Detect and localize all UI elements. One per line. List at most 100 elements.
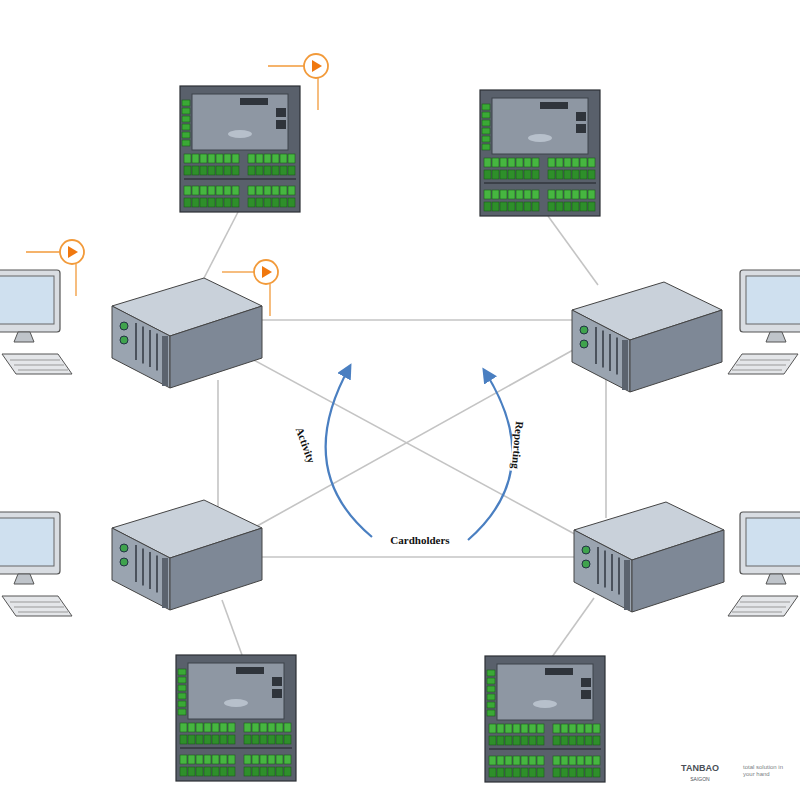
board-divider <box>184 178 296 180</box>
terminal-block <box>268 755 275 764</box>
terminal-block <box>572 202 579 211</box>
terminal-block <box>497 756 504 765</box>
monitor-screen <box>746 518 800 566</box>
server-led <box>120 558 128 566</box>
terminal-block <box>482 144 490 150</box>
computer-icon <box>728 512 800 616</box>
terminal-block <box>564 170 571 179</box>
terminal-block <box>577 736 584 745</box>
monitor-frame <box>740 512 800 574</box>
terminal-block <box>260 755 267 764</box>
terminal-block <box>252 723 259 732</box>
terminal-block <box>489 768 496 777</box>
terminal-block <box>252 755 259 764</box>
key-row <box>18 612 68 613</box>
terminal-block <box>561 756 568 765</box>
terminal-block <box>500 202 507 211</box>
network-line <box>262 319 578 321</box>
terminal-block <box>529 768 536 777</box>
drive-slot <box>595 327 597 364</box>
watermark-text: total solution in your hand <box>741 764 789 777</box>
terminal-block <box>192 186 199 195</box>
terminal-block <box>500 158 507 167</box>
flow-label: Reporting <box>510 419 527 472</box>
terminal-block <box>529 756 536 765</box>
terminal-block <box>553 724 560 733</box>
terminal-block <box>521 756 528 765</box>
terminal-block <box>280 166 287 175</box>
terminal-block <box>553 768 560 777</box>
play-triangle <box>262 266 272 278</box>
board-logo <box>228 130 252 138</box>
drive-slot <box>602 331 604 368</box>
terminal-block <box>184 154 191 163</box>
terminal-block <box>180 755 187 764</box>
watermark-text: SAIGON <box>688 777 711 783</box>
terminal-block <box>537 756 544 765</box>
rack-ear <box>162 336 168 386</box>
terminal-block <box>188 723 195 732</box>
terminal-block <box>508 158 515 167</box>
play-callout <box>222 260 278 316</box>
monitor-stand <box>14 574 34 584</box>
terminal-block <box>487 678 495 684</box>
terminal-block <box>208 186 215 195</box>
server-side <box>170 306 262 388</box>
controller-board <box>485 656 605 782</box>
key-row <box>736 607 786 608</box>
terminal-block <box>516 202 523 211</box>
terminal-block <box>248 186 255 195</box>
terminal-block <box>204 755 211 764</box>
terminal-block <box>489 736 496 745</box>
terminal-block <box>487 694 495 700</box>
terminal-block <box>482 104 490 110</box>
terminal-block <box>572 190 579 199</box>
terminal-block <box>178 685 186 691</box>
play-callout <box>268 54 328 110</box>
drive-slot <box>135 323 137 360</box>
terminal-block <box>244 723 251 732</box>
key-row <box>732 370 782 371</box>
monitor-stand <box>766 574 786 584</box>
keyboard <box>2 354 72 374</box>
terminal-block <box>548 170 555 179</box>
terminal-block <box>192 198 199 207</box>
terminal-block <box>505 736 512 745</box>
key-row <box>14 365 64 366</box>
board-divider <box>489 748 601 750</box>
callout-line <box>222 271 254 272</box>
terminal-block <box>532 170 539 179</box>
key-row <box>10 360 60 361</box>
terminal-block <box>212 755 219 764</box>
terminal-block <box>585 768 592 777</box>
terminal-block <box>532 190 539 199</box>
terminal-block <box>487 702 495 708</box>
server-side <box>170 528 262 610</box>
terminal-block <box>276 735 283 744</box>
network-line <box>548 216 598 285</box>
monitor-frame <box>0 270 60 332</box>
terminal-block <box>284 755 291 764</box>
terminal-block <box>220 767 227 776</box>
terminal-block <box>182 140 190 146</box>
terminal-block <box>244 735 251 744</box>
terminal-block <box>200 154 207 163</box>
terminal-block <box>212 723 219 732</box>
terminal-block <box>180 735 187 744</box>
key-row <box>10 602 60 603</box>
keyboard <box>2 596 72 616</box>
terminal-block <box>564 190 571 199</box>
computers <box>0 270 800 616</box>
controller-board <box>480 90 600 216</box>
key-row <box>18 370 68 371</box>
terminal-block <box>588 158 595 167</box>
server-front <box>112 528 170 610</box>
network-line <box>262 556 578 558</box>
terminal-block <box>178 693 186 699</box>
controllers <box>176 86 605 782</box>
network-line <box>250 358 582 538</box>
terminal-block <box>228 723 235 732</box>
terminal-block <box>288 198 295 207</box>
terminal-block <box>268 723 275 732</box>
terminal-block <box>224 186 231 195</box>
